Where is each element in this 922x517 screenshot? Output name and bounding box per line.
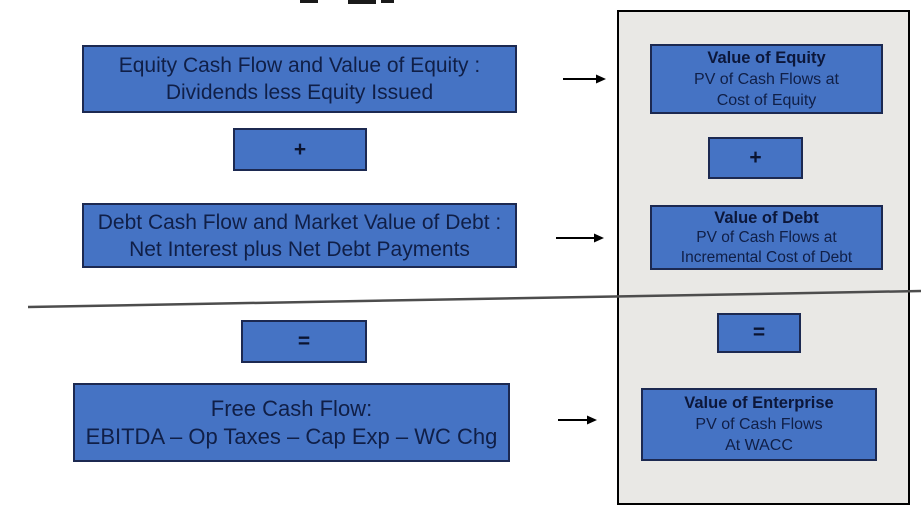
value-of-enterprise-line2: At WACC	[725, 437, 793, 454]
equity-cash-flow-box: Equity Cash Flow and Value of Equity : D…	[82, 45, 517, 113]
clipped-title-fragment	[300, 0, 318, 3]
debt-cash-flow-box: Debt Cash Flow and Market Value of Debt …	[82, 203, 517, 268]
debt-cash-flow-line1: Debt Cash Flow and Market Value of Debt …	[97, 210, 502, 234]
value-of-equity-title: Value of Equity	[707, 48, 826, 67]
debt-cash-flow-line2: Net Interest plus Net Debt Payments	[129, 237, 470, 261]
free-cash-flow-line2: EBITDA – Op Taxes – Cap Exp – WC Chg	[85, 423, 498, 449]
plus-sign: +	[293, 137, 307, 161]
equity-cash-flow-line1: Equity Cash Flow and Value of Equity :	[118, 54, 481, 77]
value-of-debt-line1: PV of Cash Flows at	[696, 228, 837, 246]
clipped-title-fragment	[348, 0, 376, 4]
equals-operator-box-left: =	[241, 320, 367, 363]
value-of-equity-line2: Cost of Equity	[716, 91, 817, 109]
arrow-right-icon	[563, 74, 606, 84]
clipped-title-fragment	[381, 0, 394, 3]
arrow-right-icon	[558, 415, 597, 425]
value-of-debt-line2: Incremental Cost of Debt	[680, 248, 853, 266]
equals-sign: =	[752, 321, 766, 344]
value-of-debt-title: Value of Debt	[714, 208, 819, 227]
value-of-enterprise-line1: PV of Cash Flows	[695, 416, 823, 433]
equals-sign: =	[297, 329, 311, 353]
value-of-enterprise-title: Value of Enterprise	[684, 394, 834, 412]
equity-cash-flow-line2: Dividends less Equity Issued	[165, 81, 434, 104]
plus-operator-box-right: +	[708, 137, 803, 179]
arrow-right-icon	[556, 233, 604, 243]
value-of-enterprise-box: Value of Enterprise PV of Cash Flows At …	[641, 388, 877, 461]
free-cash-flow-line1: Free Cash Flow:	[210, 395, 373, 421]
value-of-debt-box: Value of Debt PV of Cash Flows at Increm…	[650, 205, 883, 270]
plus-sign: +	[749, 146, 762, 169]
equals-operator-box-right: =	[717, 313, 801, 353]
value-of-equity-line1: PV of Cash Flows at	[694, 70, 839, 88]
plus-operator-box-left: +	[233, 128, 367, 171]
free-cash-flow-box: Free Cash Flow: EBITDA – Op Taxes – Cap …	[73, 383, 510, 462]
value-of-equity-box: Value of Equity PV of Cash Flows at Cost…	[650, 44, 883, 114]
